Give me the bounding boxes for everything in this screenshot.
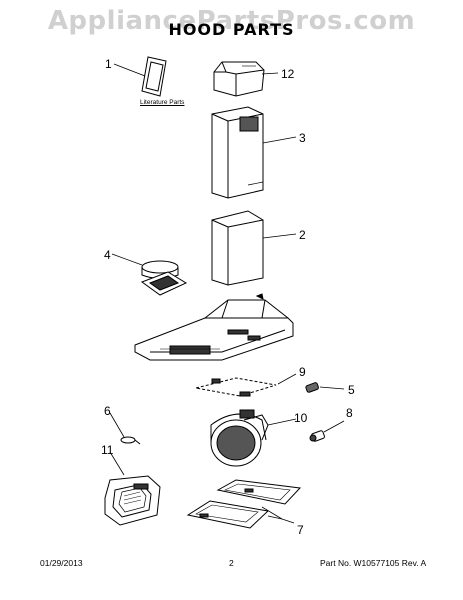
callout-9: 9: [299, 365, 306, 379]
callout-2: 2: [299, 228, 306, 242]
vent-slots: [239, 116, 259, 132]
footer-part-number: Part No. W10577105 Rev. A: [320, 558, 427, 568]
literature-parts-label: Literature Parts: [140, 99, 185, 106]
callout-3: 3: [299, 131, 306, 145]
blower-motor-part: [210, 409, 269, 467]
callout-5: 5: [348, 383, 355, 397]
callout-10: 10: [294, 411, 308, 425]
upper-chimney-cover-part: [211, 106, 264, 199]
footer-date: 01/29/2013: [40, 558, 83, 568]
light-bracket-part: [195, 377, 277, 397]
callout-7: 7: [297, 523, 304, 537]
callout-12: 12: [281, 67, 295, 81]
clip-part: [120, 436, 141, 445]
diagram-title: HOOD PARTS: [168, 20, 295, 39]
callout-8: 8: [346, 406, 353, 420]
footer-page-number: 2: [229, 558, 234, 568]
literature-booklet-part: [141, 56, 167, 97]
callout-1: 1: [105, 57, 112, 71]
hood-canopy: [134, 293, 294, 361]
plug-part: [309, 430, 325, 442]
damper-part: [140, 260, 188, 296]
leader-lines: [109, 63, 345, 524]
lower-chimney-cover-part: [211, 210, 264, 286]
site-watermark: AppliancePartsPros.com: [47, 6, 416, 36]
grease-filters-part: [186, 479, 302, 529]
duct-connector-part: [213, 61, 265, 97]
callout-4: 4: [104, 248, 111, 262]
callout-11: 11: [101, 443, 114, 457]
callout-6: 6: [104, 404, 111, 418]
light-bulb-part: [305, 382, 319, 393]
charcoal-filter-part: [104, 475, 161, 526]
